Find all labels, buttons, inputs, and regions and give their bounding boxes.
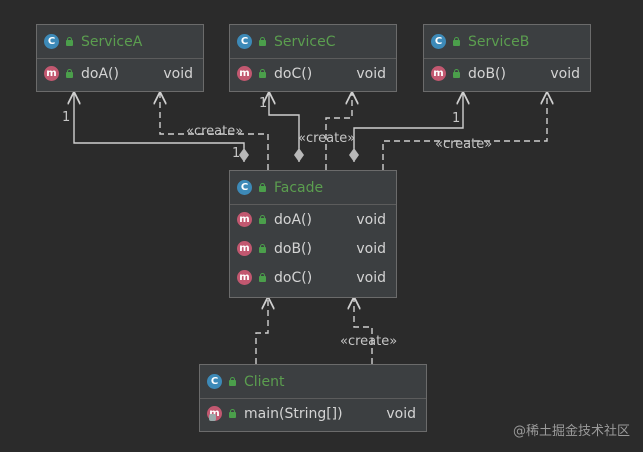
watermark: @稀土掘金技术社区	[512, 424, 630, 439]
method-name: doC()	[274, 65, 313, 82]
public-lock-icon	[258, 244, 267, 253]
class-facade[interactable]: C Facade m doA() void m doB() void m doC…	[229, 170, 397, 298]
create-label-a: «create»	[186, 124, 244, 139]
class-icon: C	[237, 180, 252, 195]
create-label-client: «create»	[340, 334, 398, 349]
multiplicity-b-target: 1	[452, 111, 461, 126]
method-name: main(String[])	[244, 405, 343, 422]
class-icon: C	[44, 34, 59, 49]
class-servicec-name: ServiceC	[274, 33, 336, 50]
class-icon: C	[237, 34, 252, 49]
aggregation-diamond-b	[349, 148, 359, 162]
class-servicea[interactable]: C ServiceA m doA() void	[36, 24, 204, 92]
class-client[interactable]: C Client m main(String[]) void	[199, 364, 427, 432]
multiplicity-a-target: 1	[62, 110, 71, 125]
class-serviceb[interactable]: C ServiceB m doB() void	[423, 24, 591, 92]
class-servicea-name: ServiceA	[81, 33, 143, 50]
method-row[interactable]: m doB() void	[424, 59, 590, 88]
class-servicec[interactable]: C ServiceC m doC() void	[229, 24, 397, 92]
method-return-type: void	[356, 211, 386, 228]
method-name: doA()	[274, 211, 312, 228]
public-lock-icon	[452, 37, 461, 46]
method-return-type: void	[386, 405, 416, 422]
class-client-name: Client	[244, 373, 285, 390]
method-row[interactable]: m doA() void	[230, 205, 396, 234]
class-icon: C	[431, 34, 446, 49]
method-return-type: void	[550, 65, 580, 82]
multiplicity-a-source: 1	[232, 146, 241, 161]
method-row[interactable]: m doC() void	[230, 263, 396, 292]
public-lock-icon	[258, 37, 267, 46]
method-return-type: void	[356, 65, 386, 82]
method-icon: m	[431, 66, 446, 81]
method-name: doC()	[274, 269, 313, 286]
method-row[interactable]: m doC() void	[230, 59, 396, 88]
aggregation-diamond-c	[294, 148, 304, 162]
method-icon: m	[237, 66, 252, 81]
multiplicity-c-target: 1	[259, 96, 268, 111]
dependency-facade-servicea	[160, 93, 269, 170]
method-icon: m	[237, 270, 252, 285]
method-row[interactable]: m main(String[]) void	[200, 399, 426, 428]
class-facade-name: Facade	[274, 179, 324, 196]
public-lock-icon	[258, 273, 267, 282]
class-servicea-header[interactable]: C ServiceA	[37, 25, 203, 59]
aggregation-diamond-a	[239, 148, 249, 162]
method-return-type: void	[163, 65, 193, 82]
public-lock-icon	[65, 69, 74, 78]
method-return-type: void	[356, 269, 386, 286]
method-name: doB()	[274, 240, 312, 257]
public-lock-icon	[258, 215, 267, 224]
create-label-c: «create»	[298, 131, 356, 146]
method-row[interactable]: m doB() void	[230, 234, 396, 263]
pin-icon	[209, 414, 216, 421]
method-name: doA()	[81, 65, 119, 82]
dependency-facade-serviceb	[382, 93, 547, 170]
association-facade-serviceb	[353, 93, 463, 162]
dependency-facade-servicec	[325, 93, 352, 170]
method-return-type: void	[356, 240, 386, 257]
class-servicec-header[interactable]: C ServiceC	[230, 25, 396, 59]
dependency-client-facade-right	[354, 298, 373, 364]
create-label-b: «create»	[435, 137, 493, 152]
method-name: doB()	[468, 65, 506, 82]
method-icon: m	[237, 241, 252, 256]
public-lock-icon	[228, 377, 237, 386]
method-row[interactable]: m doA() void	[37, 59, 203, 88]
class-serviceb-name: ServiceB	[468, 33, 530, 50]
method-icon: m	[44, 66, 59, 81]
public-lock-icon	[258, 69, 267, 78]
public-lock-icon	[65, 37, 74, 46]
class-facade-header[interactable]: C Facade	[230, 171, 396, 205]
class-client-header[interactable]: C Client	[200, 365, 426, 399]
dependency-client-facade-left	[255, 298, 268, 364]
class-serviceb-header[interactable]: C ServiceB	[424, 25, 590, 59]
public-lock-icon	[258, 183, 267, 192]
method-icon: m	[237, 212, 252, 227]
public-lock-icon	[228, 409, 237, 418]
association-facade-servicec	[269, 93, 300, 162]
class-icon: C	[207, 374, 222, 389]
public-lock-icon	[452, 69, 461, 78]
